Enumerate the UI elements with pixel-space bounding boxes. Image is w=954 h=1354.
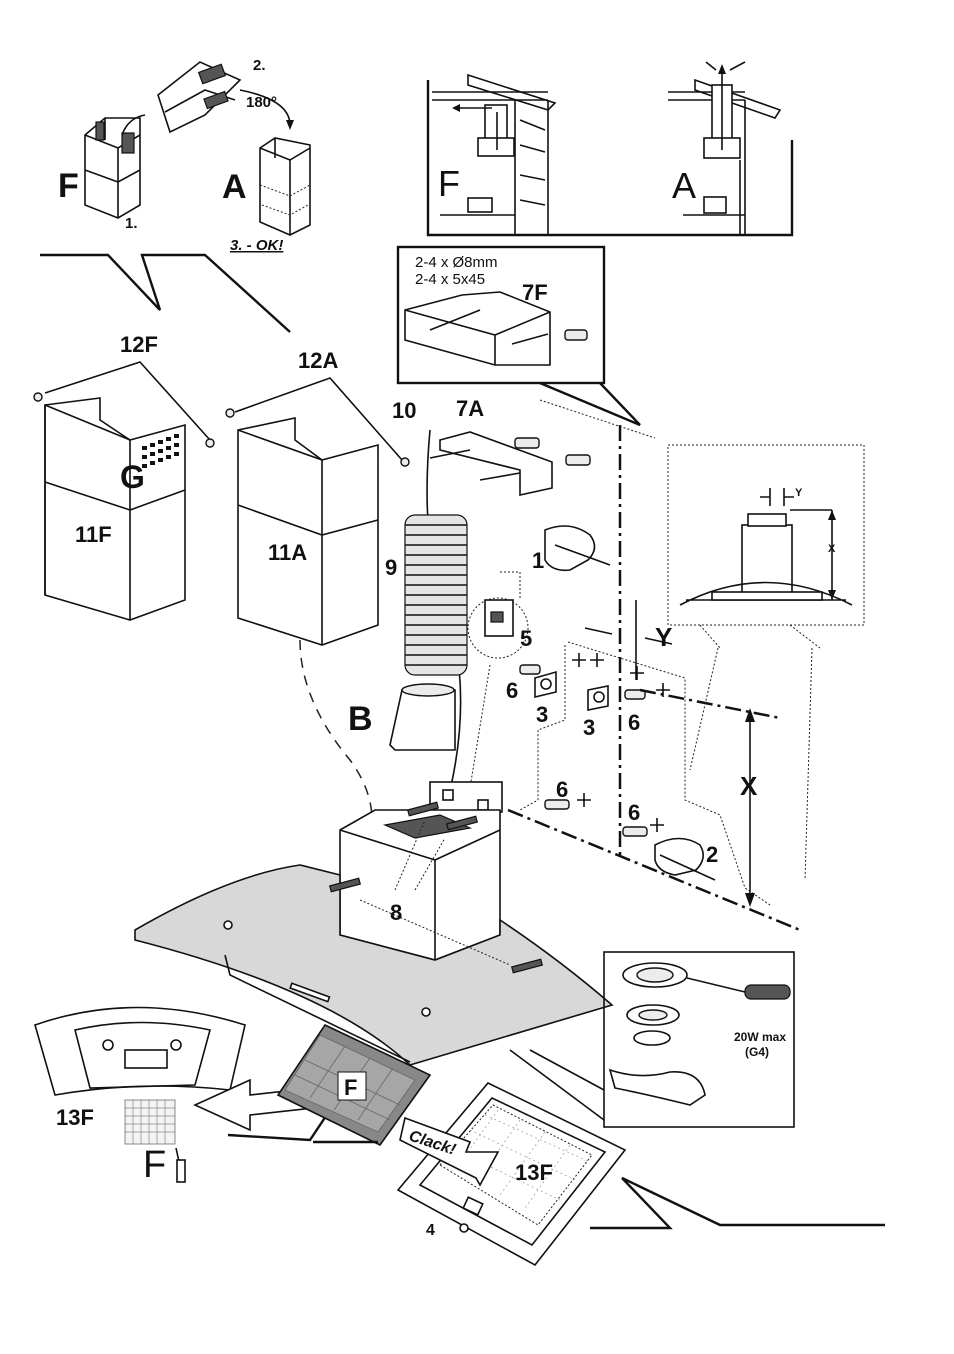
label-13F-left: 13F [56,1105,94,1130]
hood-body-illustration [134,781,614,1066]
label-6-lower-left: 6 [556,777,568,802]
chimney-A-illustration [225,408,410,646]
label-top-A: A [222,168,247,206]
drill-hand-2 [654,837,716,881]
label-6-lower-right: 6 [628,800,640,825]
lamp-spec-wattage: 20W max [734,1030,786,1044]
bracket-spec-box [396,245,606,385]
clack-arrow [399,1116,500,1187]
label-180-degrees: 180° [246,94,277,111]
hood-interior-illustration [34,1006,246,1183]
inset-hood-illustration [679,488,853,606]
label-step1: 1. [125,215,138,232]
label-7F: 7F [522,280,548,305]
label-3-left: 3 [536,702,548,727]
carbon-filter-F [276,1023,432,1147]
flexible-hose-9 [404,514,468,676]
label-6-left: 6 [506,678,518,703]
label-filter-F-big: F [143,1144,166,1186]
drill-hand-1 [544,525,611,572]
label-flue-F: F [438,163,460,204]
label-7A: 7A [456,396,484,421]
label-B: B [348,700,373,738]
spec-line-2: 2-4 x 5x45 [415,271,485,288]
clip-5-detail-circle [467,597,529,659]
label-top-F: F [58,167,79,205]
label-filter-F-box: F [344,1075,357,1100]
label-Y: Y [655,622,672,652]
spec-line-1: 2-4 x Ø8mm [415,254,498,271]
chimney-F-illustration [33,392,215,621]
chimney-conversion-illustration [84,61,311,236]
label-13F-right: 13F [515,1160,553,1185]
wall-brackets-3 [519,664,648,837]
label-flue-A: A [672,165,696,206]
label-6-right: 6 [628,710,640,735]
flue-modes-illustration [426,61,794,237]
label-step3-ok: 3. - OK! [230,237,283,254]
label-step2: 2. [253,57,266,74]
inset-label-Y: Y [795,487,803,499]
label-2: 2 [706,842,718,867]
label-4: 4 [426,1222,435,1239]
label-12A: 12A [298,348,338,373]
label-1: 1 [532,548,544,573]
lamp-illustration [608,962,791,1106]
bracket-7F-illustration [404,291,588,366]
label-5: 5 [520,626,532,651]
grease-filter-panel-4 [396,1082,627,1267]
lamp-spec-type: (G4) [745,1045,769,1059]
inset-detail-box [667,444,865,626]
label-8: 8 [390,900,402,925]
duct-adapter-B [389,683,456,751]
bracket-7A-illustration [429,431,591,496]
label-10: 10 [392,398,416,423]
inset-label-X: X [828,543,836,555]
label-G: G [120,459,145,495]
label-9: 9 [385,555,397,580]
label-11A: 11A [268,540,307,565]
lamp-inset-box [603,951,795,1128]
label-3-right: 3 [583,715,595,740]
label-12F: 12F [120,332,158,357]
label-11F: 11F [75,522,112,547]
label-X: X [740,771,758,801]
